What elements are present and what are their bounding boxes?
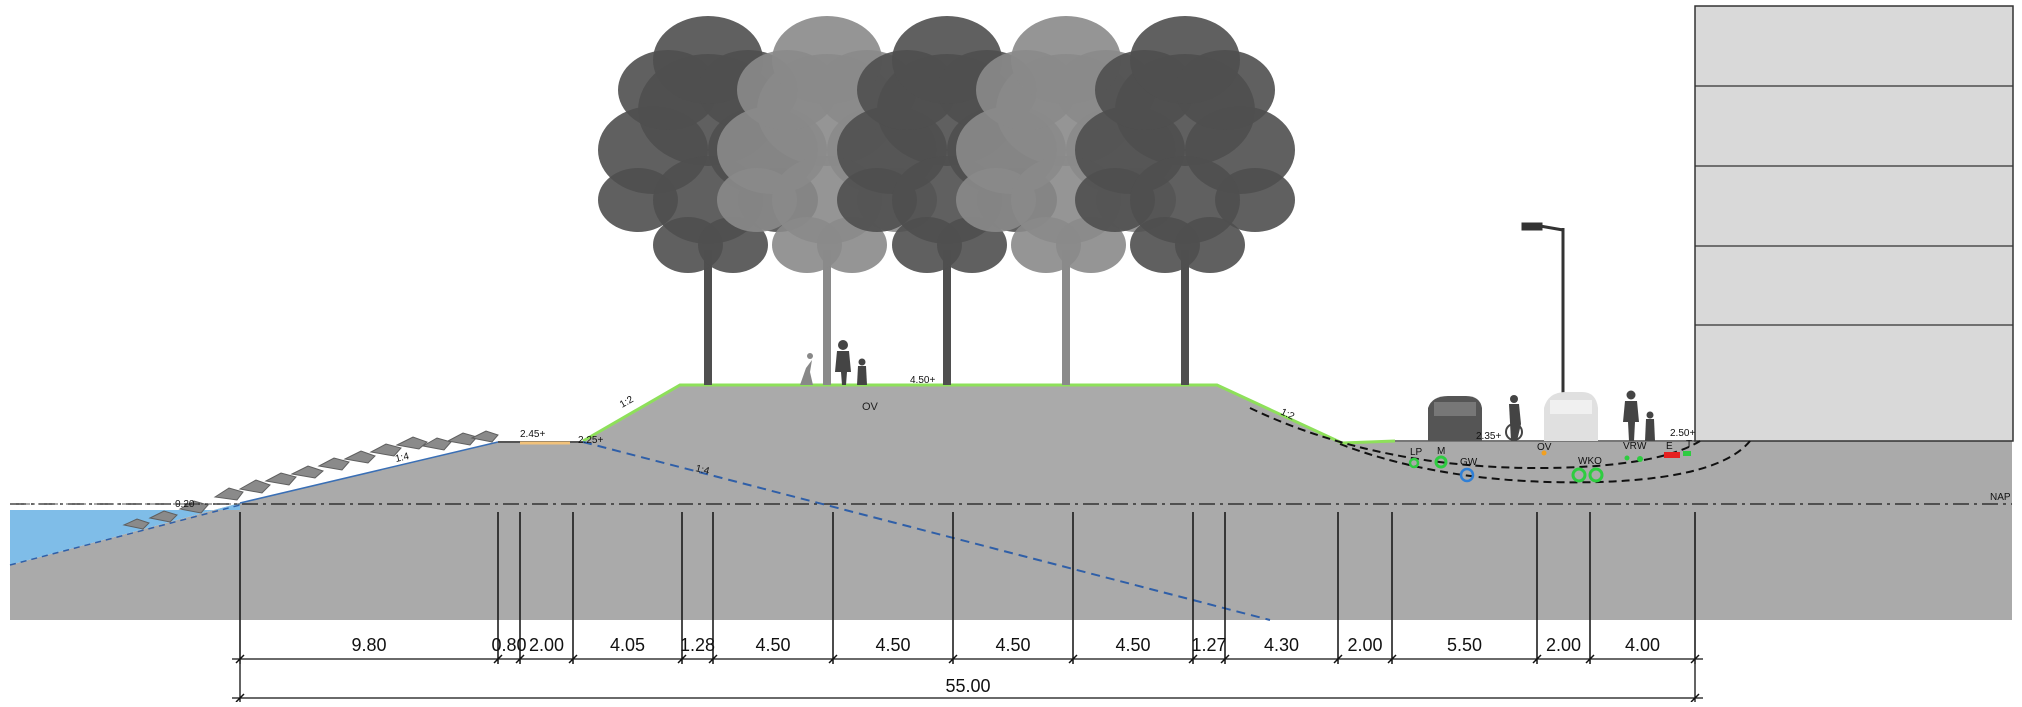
people-silhouettes [800,340,1655,441]
utility-lp [1408,457,1420,469]
utility-ov [1541,450,1547,456]
utility-wko-b [1588,467,1604,483]
svg-text:2.25+: 2.25+ [578,435,603,446]
utility-t [1683,451,1691,456]
svg-text:E: E [1666,441,1673,452]
svg-text:WKO: WKO [1578,456,1602,467]
tree-row [598,16,1295,385]
utility-wko-a [1571,467,1587,483]
svg-text:T: T [1686,439,1692,450]
dimension-value: 4.50 [875,635,910,655]
utility-m [1434,455,1448,469]
level-labels: 0.20 2.45+ 2.25+ 4.50+ 2.35+ 2.50+ [175,375,1695,510]
svg-text:1:4: 1:4 [394,451,410,465]
svg-text:VR: VR [1623,441,1637,452]
dimension-value: 4.50 [995,635,1030,655]
dimension-value: 2.00 [529,635,564,655]
cable-trench-1 [1249,407,1701,470]
utility-w [1637,456,1643,462]
ground-section [10,385,2012,620]
dimension-total: 55.00 [945,676,990,696]
svg-text:0.20: 0.20 [175,499,195,510]
rock-revetment [122,430,499,530]
svg-text:LP: LP [1410,447,1423,458]
dimension-value: 1.27 [1191,635,1226,655]
nap-label: NAP [1990,492,2011,503]
utility-labels: LP M GW OV WKO VR W E T [1410,439,1692,468]
dike-grass [582,383,1396,445]
building [1694,5,2014,442]
tree [1075,16,1295,385]
svg-text:1:2: 1:2 [618,394,636,411]
dimension-value: 2.00 [1347,635,1382,655]
dimension-value: 1.28 [680,635,715,655]
dimension-value: 4.05 [610,635,645,655]
slope-labels: 1:4 1:2 1:2 1:4 [394,394,1296,477]
svg-text:4.50+: 4.50+ [910,375,935,386]
dike-zone-label: OV [862,401,879,413]
blue-water-guide [9,504,241,566]
dimension-value: 0.80 [491,635,526,655]
dimension-value: 4.00 [1625,635,1660,655]
dimension-value: 4.30 [1264,635,1299,655]
svg-text:W: W [1637,441,1647,452]
car-light [1544,392,1598,441]
utility-gw [1459,467,1475,483]
revetment-base-line [239,441,499,504]
dimension-value: 9.80 [351,635,386,655]
dimension-value: 4.50 [1115,635,1150,655]
dimension-value: 5.50 [1447,635,1482,655]
svg-text:2.45+: 2.45+ [520,429,545,440]
utility-markers [1408,450,1691,483]
utility-e [1664,452,1680,458]
svg-text:M: M [1437,446,1445,457]
cable-trench-2 [1339,440,1751,484]
utility-vr [1624,455,1630,461]
car-dark [1428,396,1482,441]
svg-text:1:4: 1:4 [694,463,711,477]
svg-text:2.35+: 2.35+ [1476,431,1501,442]
svg-text:OV: OV [1537,442,1552,453]
svg-text:2.50+: 2.50+ [1670,428,1695,439]
svg-text:GW: GW [1460,457,1478,468]
dimension-value: 2.00 [1546,635,1581,655]
svg-text:1:2: 1:2 [1279,407,1297,423]
blue-dashed-guide [582,441,1271,621]
dimension-value: 4.50 [755,635,790,655]
